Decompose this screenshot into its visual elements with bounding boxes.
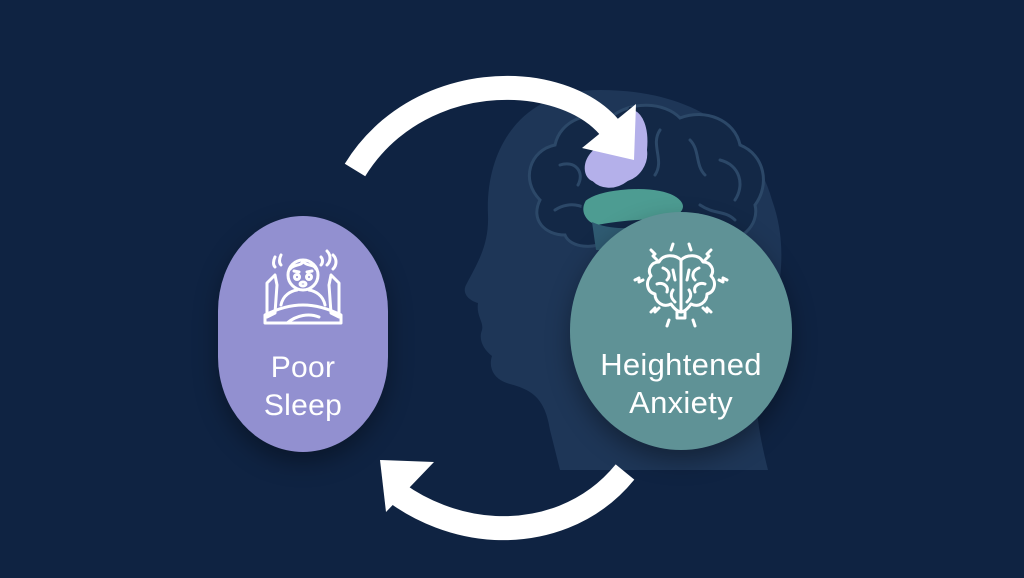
node-label: Heightened Anxiety xyxy=(600,346,762,422)
label-line-2: Sleep xyxy=(263,389,343,422)
label-line-1: Poor xyxy=(270,351,336,384)
label-line-2: Anxiety xyxy=(629,385,733,420)
arrowhead-icon xyxy=(380,460,434,512)
node-heightened-anxiety: Heightened Anxiety xyxy=(570,212,792,450)
label-line-1: Heightened xyxy=(600,347,762,382)
restless-person-in-bed-icon xyxy=(263,249,343,325)
node-poor-sleep: Poor Sleep xyxy=(218,216,388,452)
brain-with-sparks-icon xyxy=(633,242,729,328)
node-label: Poor Sleep xyxy=(264,349,342,425)
arrowhead-icon xyxy=(582,104,636,160)
